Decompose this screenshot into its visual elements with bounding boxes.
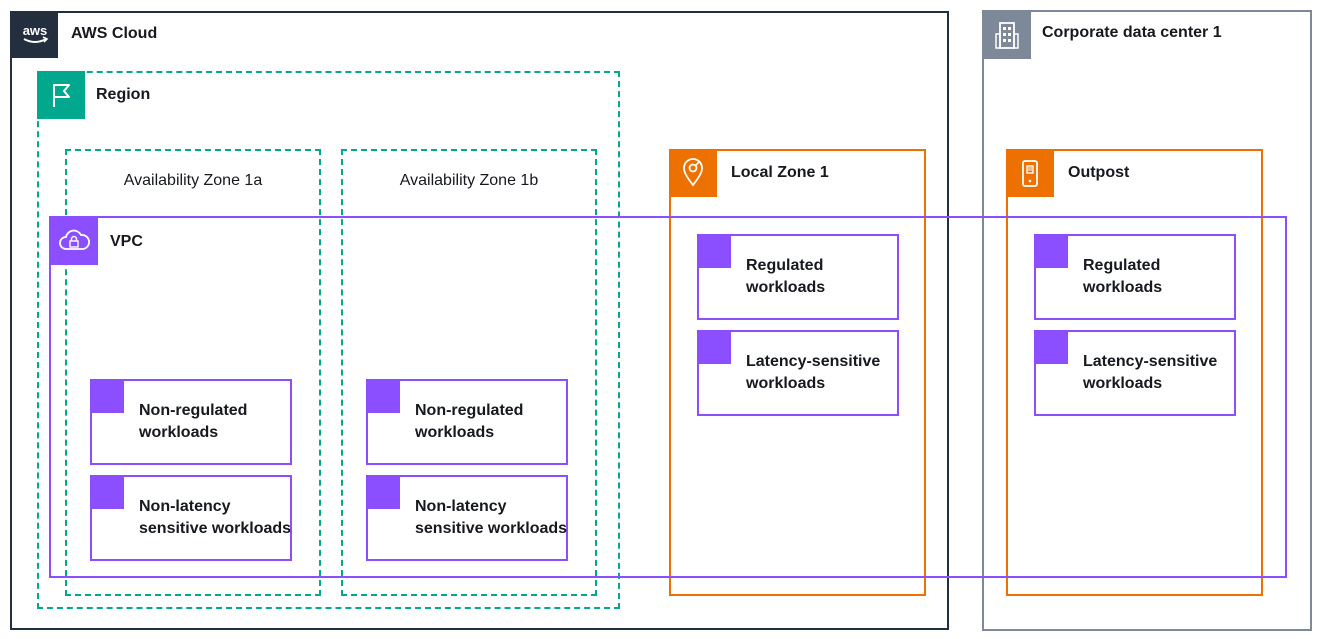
outpost-rack-icon: [1006, 149, 1054, 197]
resource-square-icon: [368, 381, 400, 413]
workload-title-line2: workloads: [746, 279, 826, 296]
local-zone-label: Local Zone 1: [731, 164, 829, 181]
workload-title-line2: workloads: [746, 375, 826, 392]
region-label: Region: [96, 86, 151, 103]
workload-title-line1: Non-latency: [415, 498, 507, 515]
resource-square-icon: [368, 477, 400, 509]
workload-non-regulated-az-1a: Non-regulated workloads: [90, 379, 292, 465]
workload-non-latency-az-1a: Non-latency sensitive workloads: [90, 475, 292, 561]
building-icon: [983, 11, 1031, 59]
workload-title-line2: workloads: [415, 424, 495, 441]
resource-square-icon: [699, 236, 731, 268]
workload-non-regulated-az-1b: Non-regulated workloads: [366, 379, 568, 465]
outpost-group: [1006, 149, 1263, 596]
workload-regulated-outpost: Regulated workloads: [1034, 234, 1236, 320]
resource-square-icon: [1036, 236, 1068, 268]
workload-title-line1: Regulated: [746, 257, 824, 274]
availability-zone-1b-label: Availability Zone 1b: [399, 172, 539, 189]
resource-square-icon: [92, 381, 124, 413]
workload-title-line1: Latency-sensitive: [746, 353, 881, 370]
local-zone-group: [669, 149, 926, 596]
workload-regulated-local-zone: Regulated workloads: [697, 234, 899, 320]
resource-square-icon: [699, 332, 731, 364]
cloud-lock-icon: [50, 217, 98, 265]
workload-title-line2: sensitive workloads: [139, 520, 292, 537]
corporate-data-center-label: Corporate data center 1: [1042, 24, 1222, 41]
flag-icon: [37, 71, 85, 119]
corporate-data-center-group: [982, 10, 1312, 631]
aws-logo-icon: aws: [11, 12, 58, 58]
workload-title-line2: sensitive workloads: [415, 520, 568, 537]
workload-latency-sensitive-outpost: Latency-sensitive workloads: [1034, 330, 1236, 416]
workload-non-latency-az-1b: Non-latency sensitive workloads: [366, 475, 568, 561]
availability-zone-1a-label: Availability Zone 1a: [123, 172, 263, 189]
vpc-group: [49, 216, 1287, 578]
workload-title-line1: Non-latency: [139, 498, 231, 515]
availability-zone-1b: [341, 149, 597, 596]
workload-title-line2: workloads: [1083, 279, 1163, 296]
workload-title-line1: Non-regulated: [139, 402, 248, 419]
workload-latency-sensitive-local-zone: Latency-sensitive workloads: [697, 330, 899, 416]
vpc-label: VPC: [110, 233, 143, 250]
availability-zone-1a: [65, 149, 321, 596]
workload-title-line2: workloads: [139, 424, 219, 441]
aws-cloud-group: [10, 11, 949, 630]
aws-cloud-label: AWS Cloud: [71, 25, 158, 42]
outpost-label: Outpost: [1068, 164, 1130, 181]
region-group: [37, 71, 620, 609]
svg-text:aws: aws: [22, 23, 47, 38]
workload-title-line1: Latency-sensitive: [1083, 353, 1218, 370]
workload-title-line1: Regulated: [1083, 257, 1161, 274]
resource-square-icon: [92, 477, 124, 509]
workload-title-line1: Non-regulated: [415, 402, 524, 419]
workload-title-line2: workloads: [1083, 375, 1163, 392]
resource-square-icon: [1036, 332, 1068, 364]
location-pin-icon: [669, 149, 717, 197]
